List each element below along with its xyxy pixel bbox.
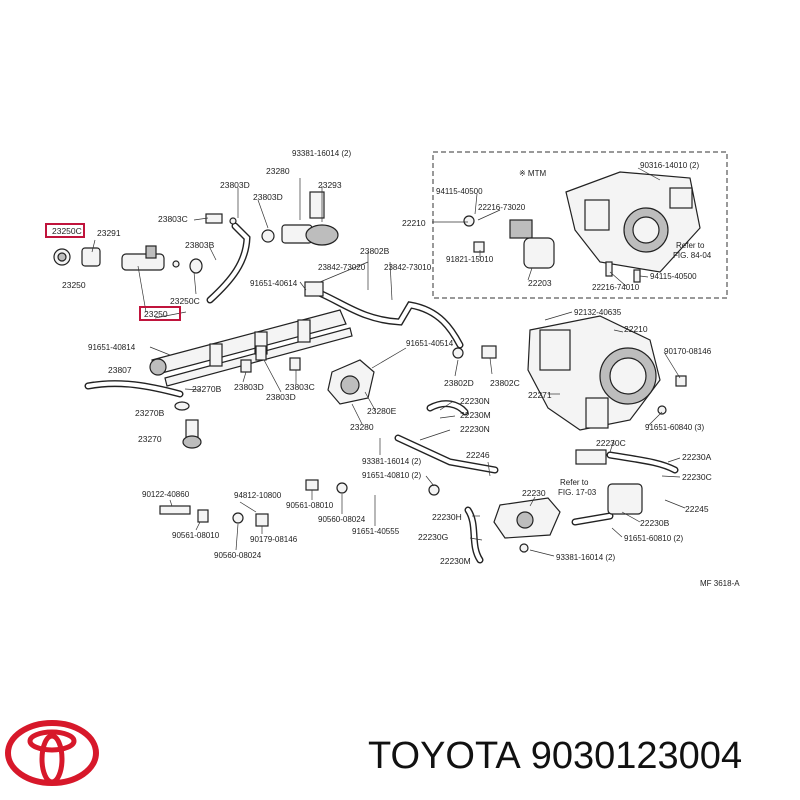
part-label: 23250 xyxy=(144,309,168,319)
part-label: 90170-08146 xyxy=(664,347,712,356)
refer-fig-1: FIG. 84-04 xyxy=(673,251,712,260)
part-label: 23280 xyxy=(266,166,290,176)
part-label: 22203 xyxy=(528,278,552,288)
part-label: 93381-16014 (2) xyxy=(292,149,351,158)
part-label: 23803D xyxy=(266,392,296,402)
part-label: 91651-40614 xyxy=(250,279,298,288)
part-label: 90561-08010 xyxy=(172,531,220,540)
brand-name: TOYOTA xyxy=(368,735,521,777)
part-label: 91651-40814 xyxy=(88,343,136,352)
part-label: 23280 xyxy=(350,422,374,432)
pulsation-damper xyxy=(327,359,375,405)
part-label: 22210 xyxy=(624,324,648,334)
pressure-regulator xyxy=(261,191,339,246)
part-label: 22230B xyxy=(640,518,670,528)
part-label: 23842-73010 xyxy=(384,263,432,272)
part-label: 23291 xyxy=(97,228,121,238)
part-label: 23803D xyxy=(220,180,250,190)
part-labels: 93381-16014 (2) 23280 23803D 23293 23803… xyxy=(52,149,712,566)
part-label: 22230A xyxy=(682,452,712,462)
part-label: 23270B xyxy=(135,408,165,418)
part-label: 22216-73020 xyxy=(478,203,526,212)
part-label: 23250C xyxy=(170,296,200,306)
mtm-box xyxy=(432,151,728,299)
refer-fig-2: FIG. 17-03 xyxy=(558,488,597,497)
part-label: 22210 xyxy=(402,218,426,228)
part-label: 22230N xyxy=(460,424,490,434)
part-label: 23803D xyxy=(253,192,283,202)
part-label: 90316-14010 (2) xyxy=(640,161,699,170)
part-number: 9030123004 xyxy=(530,735,743,777)
part-label: 94115-40500 xyxy=(650,272,697,281)
part-label: 91651-60840 (3) xyxy=(645,423,704,432)
part-label: 22216-74010 xyxy=(592,283,640,292)
part-label: 91651-40514 xyxy=(406,339,454,348)
part-label: 91651-60810 (2) xyxy=(624,534,683,543)
part-label: 22230C xyxy=(596,438,626,448)
part-label: 90561-08010 xyxy=(286,501,334,510)
part-label: 22230N xyxy=(460,396,490,406)
diagram-ref-code: MF 3618-A xyxy=(700,579,740,588)
part-label: 90560-08024 xyxy=(318,515,366,524)
part-label: 23293 xyxy=(318,180,342,190)
part-label: 23807 xyxy=(108,365,132,375)
part-label: 91651-40555 xyxy=(352,527,400,536)
part-label: 23803D xyxy=(234,382,264,392)
part-label: 23802D xyxy=(444,378,474,388)
part-label: 23803C xyxy=(285,382,315,392)
part-label: 23270 xyxy=(138,434,162,444)
part-label: 90560-08024 xyxy=(214,551,262,560)
part-label: 92132-40635 xyxy=(574,308,622,317)
refer-to-2: Refer to xyxy=(560,478,589,487)
part-label: 22245 xyxy=(685,504,709,514)
part-label: 94812-10800 xyxy=(234,491,282,500)
part-label: 23250 xyxy=(62,280,86,290)
part-label: 90122-40860 xyxy=(142,490,190,499)
part-label: 23802C xyxy=(490,378,520,388)
refer-to-1: Refer to xyxy=(676,241,705,250)
part-label: 22230G xyxy=(418,532,448,542)
mtm-label: ※ MTM xyxy=(519,169,546,178)
part-label: 23803B xyxy=(185,240,215,250)
throttle-body-upper xyxy=(509,171,701,273)
part-label: 22230C xyxy=(682,472,712,482)
parts-diagram: ※ MTM Refer to FIG. 84-04 Refer to FIG. … xyxy=(45,149,740,588)
toyota-logo xyxy=(5,720,99,786)
part-label: 23270B xyxy=(192,384,222,394)
part-label: 22230H xyxy=(432,512,462,522)
highlight-box-2 xyxy=(139,306,181,321)
fuel-injector xyxy=(53,245,203,274)
part-label: 22246 xyxy=(466,450,490,460)
part-label: 22271 xyxy=(528,390,552,400)
part-label: 23280E xyxy=(367,406,397,416)
leader-lines xyxy=(91,167,686,557)
throttle-body-lower xyxy=(527,315,661,431)
part-label: 22230M xyxy=(460,410,491,420)
part-label: 22230 xyxy=(522,488,546,498)
part-label: 93381-16014 (2) xyxy=(556,553,615,562)
part-label: 91651-40810 (2) xyxy=(362,471,421,480)
part-label: 90179-08146 xyxy=(250,535,298,544)
part-label: 23803C xyxy=(158,214,188,224)
part-label: 23250C xyxy=(52,226,82,236)
part-label: 93381-16014 (2) xyxy=(362,457,421,466)
part-label: 23802B xyxy=(360,246,390,256)
part-label: 22230M xyxy=(440,556,471,566)
part-label: 23842-73020 xyxy=(318,263,366,272)
highlight-box-1 xyxy=(45,223,85,238)
part-label: 94115-40500 xyxy=(436,187,483,196)
part-label: 91821-15010 xyxy=(446,255,494,264)
